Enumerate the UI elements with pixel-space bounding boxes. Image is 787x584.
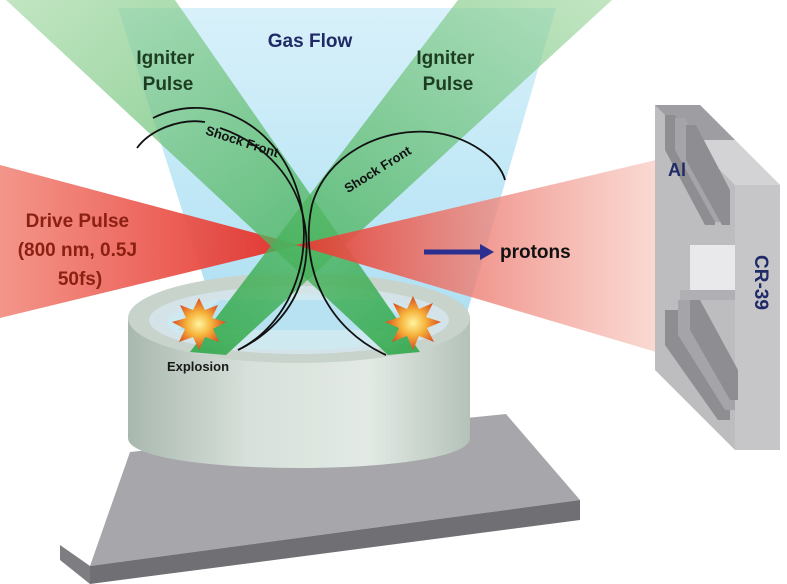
shock-front-left-arc: [152, 107, 305, 351]
drive-pulse-beam: [0, 165, 300, 318]
igniter-pulse-right: [190, 0, 612, 355]
detector-stack: [655, 105, 780, 450]
igniter-right-label: Igniter Pulse: [416, 48, 479, 95]
proton-arrow: [424, 244, 494, 260]
drive-pulse-exit: [296, 160, 656, 352]
shock-front-right-arc: [307, 130, 506, 356]
igniter-left-label: Igniter Pulse: [136, 48, 199, 95]
cr39-label: CR-39: [750, 255, 771, 310]
explosion-right: [385, 296, 441, 350]
explosion-label: Explosion: [167, 359, 229, 374]
drive-pulse-label: Drive Pulse (800 nm, 0.5J 50fs): [18, 211, 143, 290]
explosion-left: [172, 298, 226, 350]
al-label: Al: [668, 160, 686, 180]
protons-label: protons: [500, 242, 571, 263]
gas-flow-label: Gas Flow: [268, 31, 353, 52]
